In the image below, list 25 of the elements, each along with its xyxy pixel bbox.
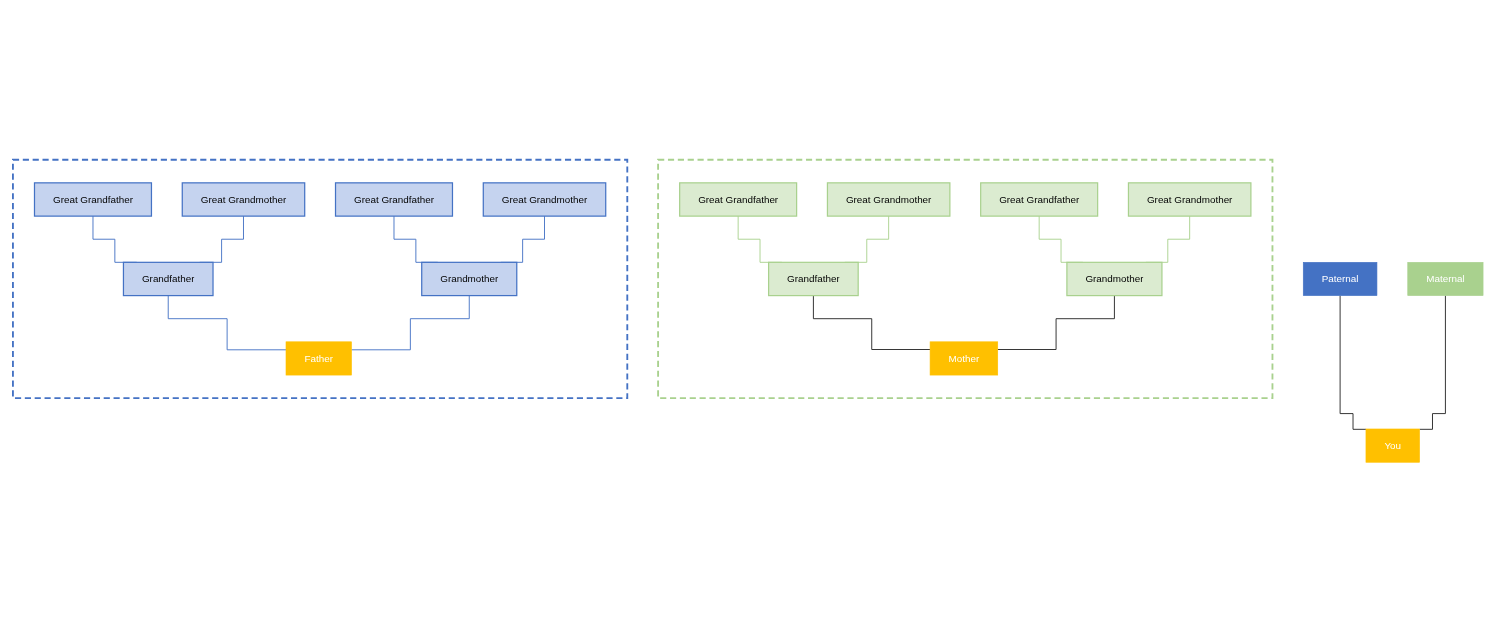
connector [1419,295,1446,430]
node-box: Grandfather [768,261,859,297]
connector [812,295,931,350]
node-box: Great Grandmother [1127,182,1252,217]
connector [167,295,287,351]
node-box: Great Grandmother [482,182,607,217]
node-box: Grandmother [1066,261,1163,297]
cluster [12,158,629,400]
node-box: Great Grandfather [334,182,454,217]
node-box: Grandmother [421,261,518,297]
node-box: Great Grandmother [181,182,306,217]
node-box: Great Grandfather [33,182,153,217]
node-box: You [1365,428,1420,463]
node-box: Grandfather [122,261,214,297]
node-box: Great Grandmother [826,182,951,217]
node-box: Great Grandfather [679,182,798,217]
node-box: Maternal [1407,262,1484,296]
node-box: Mother [929,341,999,376]
node-box: Great Grandfather [980,182,1099,217]
node-box: Paternal [1302,262,1378,296]
connector [997,295,1115,350]
node-box: Father [285,341,352,376]
connector [351,295,470,351]
connector [1339,295,1367,430]
cluster [657,158,1274,400]
